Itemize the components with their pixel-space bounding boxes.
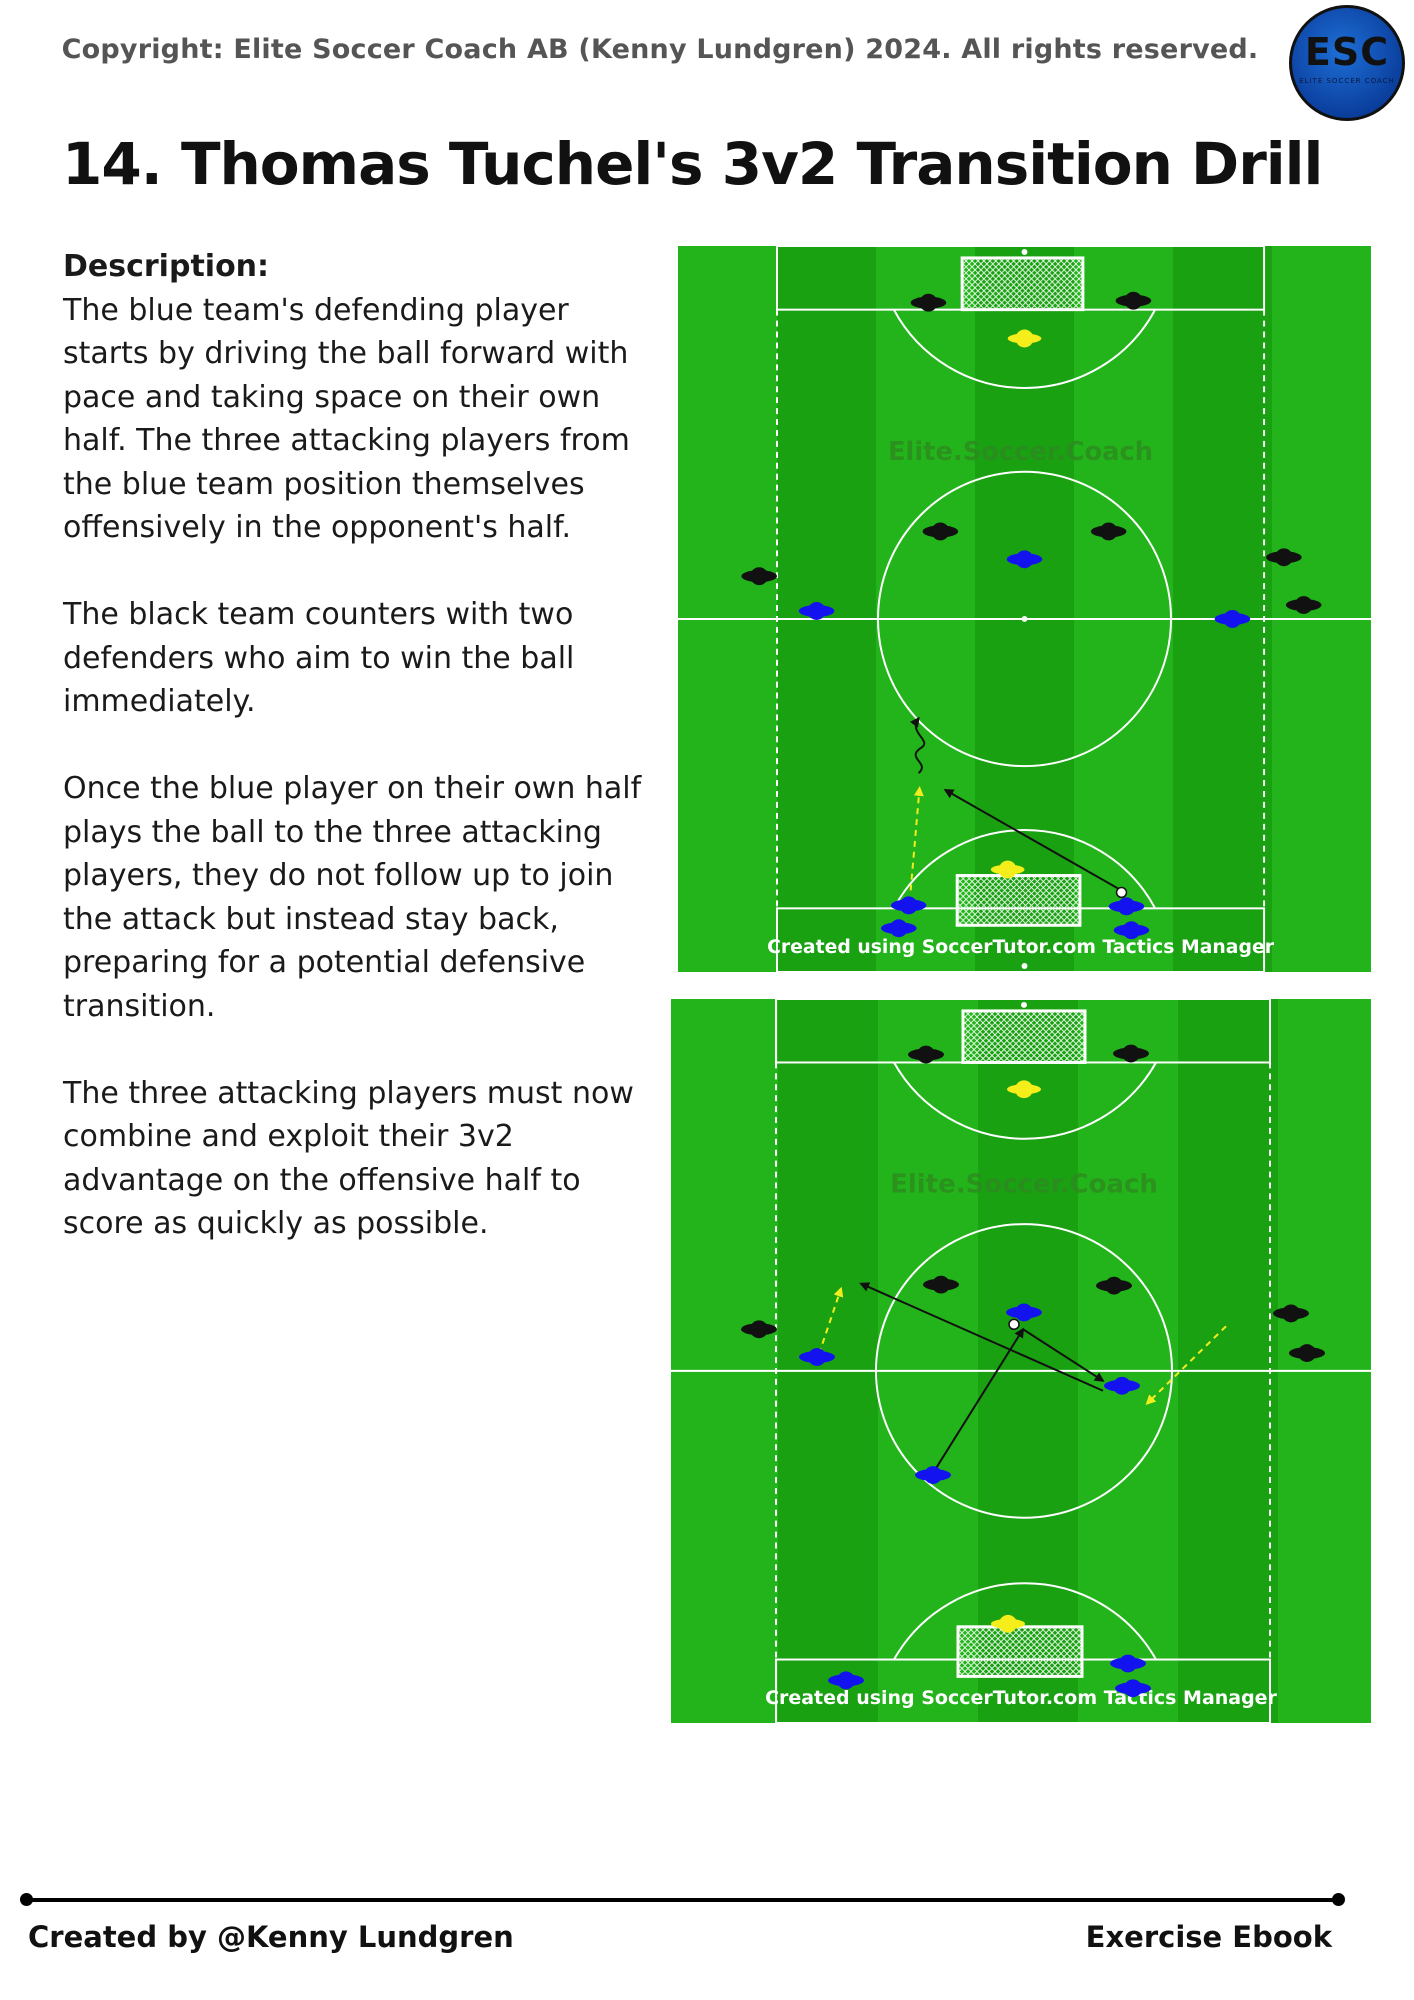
logo-subtext: ELITE SOCCER COACH — [1299, 77, 1395, 85]
description-paragraph-4: The three attacking players must now com… — [63, 1075, 634, 1242]
goalkeeper — [991, 1614, 1025, 1633]
blue-player — [799, 1348, 835, 1366]
goalkeeper — [1007, 329, 1042, 348]
blue-player — [1110, 1654, 1146, 1673]
top-goal — [961, 1009, 1087, 1064]
footer-book-title: Exercise Ebook — [1085, 1920, 1332, 1954]
blue-player — [828, 1671, 864, 1690]
black-player — [1289, 1344, 1325, 1362]
blue-player — [1104, 1376, 1140, 1395]
pass-arrow — [943, 789, 1123, 892]
black-player — [922, 522, 959, 541]
footer-divider-dot-right — [1332, 1893, 1345, 1906]
blue-player — [1115, 1679, 1151, 1698]
blue-player — [1214, 609, 1251, 628]
watermark: Elite.Soccer.Coach — [890, 1169, 1158, 1199]
goalkeeper — [1007, 1080, 1041, 1099]
copyright-notice: Copyright: Elite Soccer Coach AB (Kenny … — [61, 34, 1259, 65]
footer-divider — [26, 1898, 1338, 1902]
ball-icon — [1008, 1318, 1020, 1331]
black-player — [910, 293, 947, 312]
pass-arrow — [1022, 1328, 1105, 1382]
bottom-goal — [956, 1625, 1084, 1678]
top-goal — [960, 256, 1085, 312]
black-player — [1266, 548, 1302, 567]
blue-player — [890, 896, 927, 915]
passes — [818, 1282, 1227, 1474]
description-paragraph-1: The blue team's defending player starts … — [63, 292, 630, 546]
black-player — [1285, 596, 1322, 614]
description-paragraph-2: The black team counters with two defende… — [63, 597, 575, 719]
watermark: Elite.Soccer.Coach — [888, 437, 1153, 467]
blue-player — [915, 1466, 951, 1484]
black-player — [1090, 522, 1127, 541]
pass-arrow — [859, 1282, 1104, 1392]
black-player — [1273, 1304, 1309, 1323]
pass-arrow — [932, 1327, 1025, 1474]
black-player — [923, 1275, 959, 1294]
blue-player — [880, 919, 917, 938]
page-title: 14. Thomas Tuchel's 3v2 Transition Drill — [62, 130, 1323, 198]
credit-text: Created using SoccerTutor.com Tactics Ma… — [767, 937, 1275, 958]
tactics-diagram-1: Elite.Soccer.Coach Created using SoccerT… — [678, 246, 1371, 972]
pitch-stripes — [671, 999, 1371, 1723]
players — [741, 1044, 1325, 1698]
bottom-goal — [955, 874, 1082, 927]
blue-player — [1006, 1303, 1042, 1322]
run-arrow — [818, 1286, 844, 1355]
goalkeeper — [990, 860, 1025, 879]
black-player — [1113, 1044, 1149, 1063]
black-player — [908, 1045, 944, 1064]
description-label: Description: — [63, 249, 270, 284]
tactics-diagram-2: Elite.Soccer.Coach Created using SoccerT… — [671, 999, 1371, 1723]
blue-player — [1113, 921, 1150, 940]
blue-player — [798, 602, 835, 620]
run-arrow — [1145, 1325, 1227, 1406]
description-block: Description: The blue team's defending p… — [63, 245, 663, 1289]
description-paragraph-3: Once the blue player on their own half p… — [63, 771, 642, 1024]
blue-player — [1006, 550, 1043, 569]
footer-author: Created by @Kenny Lundgren — [28, 1920, 514, 1954]
dribble-arrow — [909, 716, 926, 774]
pitch-stripes — [678, 246, 1371, 972]
passes — [909, 716, 1123, 892]
black-player — [1096, 1276, 1132, 1295]
credit-text: Created using SoccerTutor.com Tactics Ma… — [765, 1687, 1278, 1709]
blue-player — [1108, 897, 1145, 916]
black-player — [741, 567, 777, 586]
footer-divider-dot-left — [20, 1893, 33, 1906]
players — [741, 291, 1322, 940]
black-player — [741, 1320, 777, 1339]
ball-icon — [1115, 886, 1128, 899]
esc-logo: ESC ELITE SOCCER COACH — [1289, 5, 1405, 121]
logo-text: ESC — [1304, 30, 1390, 74]
black-player — [1115, 291, 1152, 310]
